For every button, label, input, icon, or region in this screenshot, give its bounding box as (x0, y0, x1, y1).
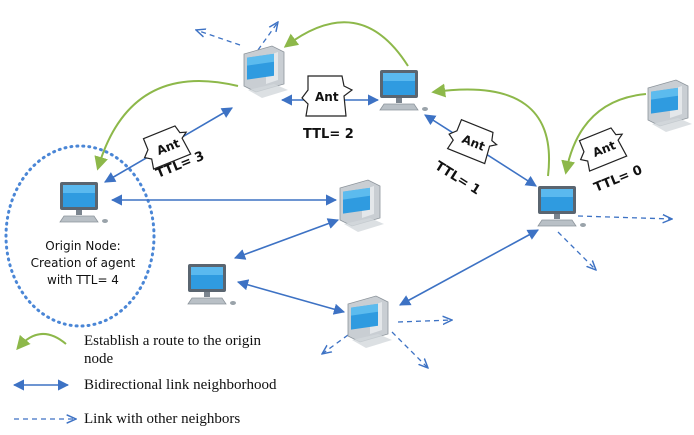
legend-route-line-2: node (84, 351, 114, 367)
computer-icon-origin (59, 181, 109, 224)
ant-agent-3: Ant (446, 118, 498, 165)
ant-label-2: Ant (315, 90, 339, 104)
computer-icon-node-c (537, 185, 587, 228)
ttl-label-3: TTL= 1 (432, 159, 483, 199)
computer-icon-node-g (347, 295, 393, 349)
ttl-label-2: TTL= 2 (303, 127, 354, 142)
legend-other-label: Link with other neighbors (84, 411, 241, 427)
ant-agent-2: Ant (301, 75, 354, 117)
computer-icon-node-a (243, 45, 289, 99)
origin-node-label: Origin Node: Creation of agent with TTL=… (18, 238, 148, 289)
origin-label-line-1: Origin Node: (45, 239, 121, 253)
other-neighbor-links (196, 22, 672, 368)
legend-bidirectional-label: Bidirectional link neighborhood (84, 377, 277, 393)
legend-route-arrow-icon (16, 333, 67, 351)
computer-icon-node-d (647, 79, 693, 133)
route-arrows (94, 21, 647, 177)
ant-agent-1: Ant (142, 125, 192, 170)
computer-icon-node-e (339, 179, 385, 233)
computer-icon-node-b (379, 69, 429, 112)
origin-label-line-2: Creation of agent (30, 256, 136, 270)
origin-node-circle (4, 144, 156, 328)
ttl-label-4: TTL= 0 (592, 163, 645, 196)
computer-icon-node-f (187, 263, 237, 306)
legend-route-line-1: Establish a route to the origin (84, 333, 262, 349)
ant-agent-4: Ant (578, 127, 628, 172)
origin-label-line-3: with TTL= 4 (47, 273, 119, 287)
legend-route-label: Establish a route to the origin node (84, 332, 261, 368)
